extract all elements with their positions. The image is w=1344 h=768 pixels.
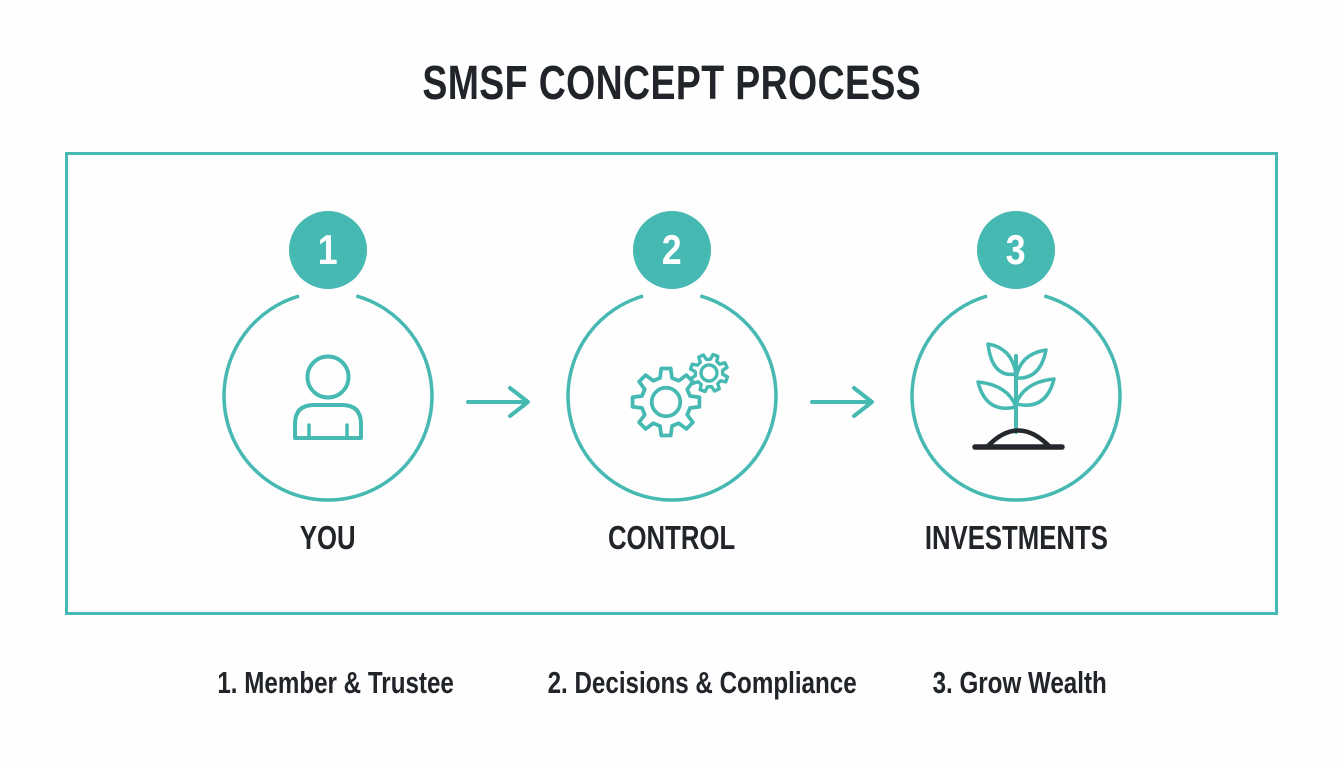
arrow-right-icon (810, 386, 874, 418)
step-2-circle (566, 290, 778, 502)
step-1-number: 1 (318, 226, 338, 273)
person-icon (293, 354, 363, 440)
caption-member-trustee: 1. Member & Trustee (217, 665, 455, 700)
arrow-right-icon (466, 386, 530, 418)
step-1-label: YOU (300, 519, 356, 556)
step-1-number-badge: 1 (289, 211, 367, 289)
step-3-number: 3 (1006, 226, 1026, 273)
gears-icon (630, 352, 730, 438)
plant-icon (972, 342, 1065, 450)
step-3-number-badge: 3 (977, 211, 1055, 289)
step-3-circle (910, 290, 1122, 502)
step-3: 3 INVESTMENTS (906, 211, 1126, 561)
process-frame (65, 152, 1278, 615)
step-2-label: CONTROL (608, 519, 736, 556)
step-1: 1 YOU (218, 211, 438, 561)
caption-decisions-compliance: 2. Decisions & Compliance (547, 665, 857, 700)
step-2-number: 2 (662, 226, 682, 273)
caption-grow-wealth: 3. Grow Wealth (932, 665, 1108, 700)
page-title: SMSF CONCEPT PROCESS (422, 57, 922, 110)
step-1-circle (222, 290, 434, 502)
step-3-label: INVESTMENTS (924, 519, 1108, 556)
step-2: 2 CONTROL (562, 211, 782, 561)
step-2-number-badge: 2 (633, 211, 711, 289)
